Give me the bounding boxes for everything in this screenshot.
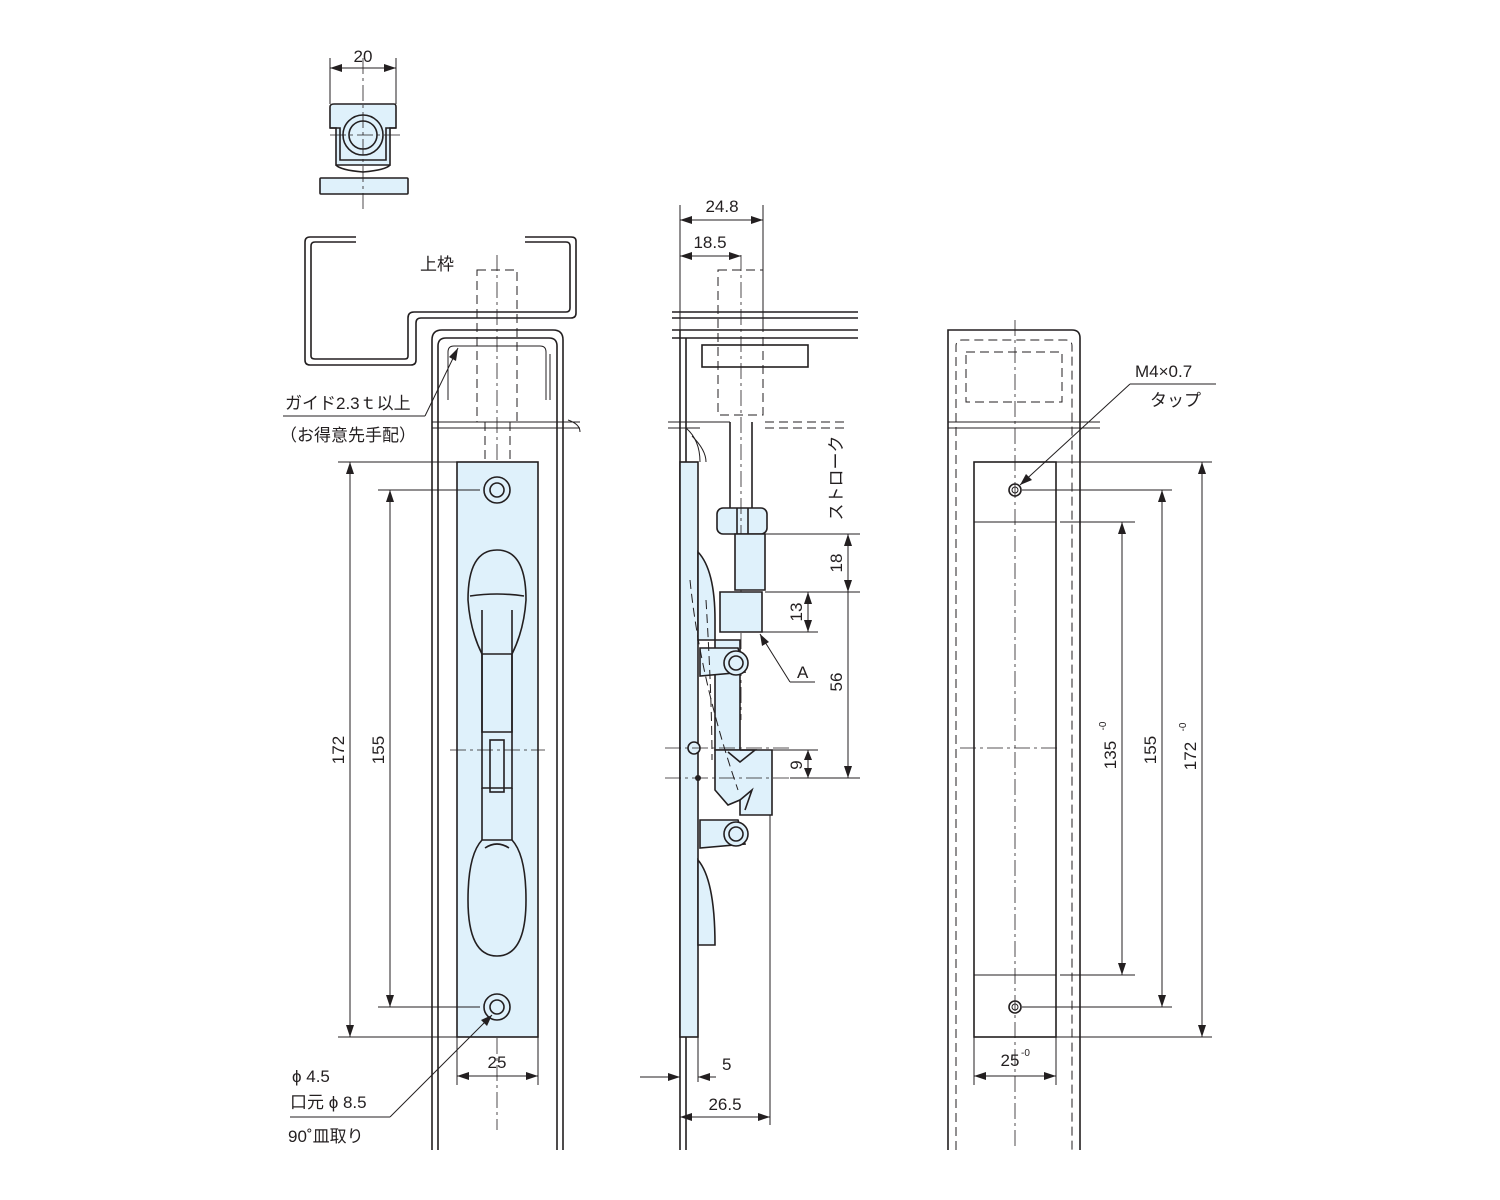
dim-cut-135: 135 [1101,741,1120,769]
dim-front-height-total: 172 [329,736,348,764]
label-tap-2: タップ [1150,391,1201,410]
label-guide-1: ガイド2.3ｔ以上 [285,394,411,413]
top-view: 20 [319,47,409,210]
dim-cut-width: 25 [1001,1051,1020,1070]
dim-side-width-inner: 18.5 [693,233,726,252]
dim-side-width-total: 24.8 [705,197,738,216]
label-tap-1: M4×0.7 [1135,362,1192,381]
label-hole-3: 90˚皿取り [288,1127,364,1146]
dim-front-width: 25 [488,1053,507,1072]
tol-cut-width: -0 [1021,1048,1030,1059]
side-view: 24.8 18.5 18 ストローク 13 56 9 [640,197,860,1150]
front-view: 上枠 172 [280,236,581,1150]
tol-cut-172: -0 [1178,722,1189,731]
dim-height-9: 9 [787,760,806,769]
dim-side-depth: 26.5 [708,1095,741,1114]
label-guide-2: （お得意先手配） [280,426,416,445]
dim-front-hole-pitch: 155 [369,736,388,764]
dim-cut-155: 155 [1141,736,1160,764]
label-upper-frame: 上枠 [420,255,454,274]
dim-stroke-18: 18 [827,554,846,573]
label-hole-2: 口元 ϕ 8.5 [290,1093,367,1112]
label-hole-1: ϕ 4.5 [292,1067,330,1086]
dim-top-width: 20 [354,47,373,66]
tol-cut-135: -0 [1098,721,1109,730]
dim-height-13: 13 [787,603,806,622]
dim-height-56: 56 [827,673,846,692]
dim-plate-thickness: 5 [722,1055,731,1074]
label-point-a: A [797,663,809,682]
cutout-view: M4×0.7 タップ 135 -0 155 172 -0 25 -0 [947,320,1216,1150]
dim-cut-172: 172 [1181,742,1200,770]
label-stroke: ストローク [827,436,846,521]
